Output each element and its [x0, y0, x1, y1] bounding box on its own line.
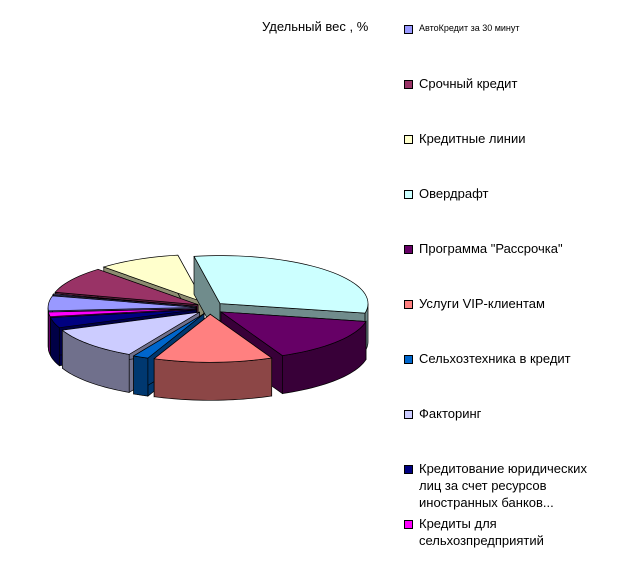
- pie-slice-top-2: [102, 254, 205, 303]
- legend-label-2: Кредитные линии: [419, 131, 526, 146]
- pie-slice-top-3: [193, 255, 369, 314]
- legend-swatch-4: [404, 245, 413, 254]
- pie-slice-outer-wall-9-0: [48, 312, 51, 355]
- pie-slice-top-5: [153, 313, 273, 363]
- legend-item-8: Кредитование юридических лиц за счет рес…: [404, 460, 609, 511]
- legend-label-1: Срочный кредит: [419, 76, 518, 91]
- pie-slice-top-1: [54, 268, 199, 306]
- legend-label-6: Сельхозтехника в кредит: [419, 351, 571, 366]
- legend-swatch-8: [404, 465, 413, 474]
- legend-item-6: Сельхозтехника в кредит: [404, 350, 571, 367]
- legend-item-7: Факторинг: [404, 405, 481, 422]
- pie-slice-outer-wall-6-0: [133, 355, 149, 397]
- pie-slice-top-8: [49, 309, 197, 329]
- legend-swatch-6: [404, 355, 413, 364]
- pie-slice-top-10: [47, 295, 197, 312]
- legend-swatch-0: [404, 25, 413, 34]
- legend-label-3: Овердрафт: [419, 186, 489, 201]
- legend-item-2: Кредитные линии: [404, 130, 525, 147]
- pie-slice-top-9: [48, 308, 197, 317]
- legend-item-9: Кредиты для сельхозпредприятий: [404, 515, 609, 549]
- legend-label-7: Факторинг: [419, 406, 482, 421]
- legend-label-4: Программа "Рассрочка": [419, 241, 563, 256]
- legend-item-0: АвтоКредит за 30 минут: [404, 20, 520, 37]
- pie-slice-top-4: [219, 311, 367, 356]
- pie-slice-outer-wall-5-0: [153, 357, 273, 401]
- legend-item-5: Услуги VIP-клиентам: [404, 295, 545, 312]
- legend-item-1: Срочный кредит: [404, 75, 517, 92]
- legend-swatch-1: [404, 80, 413, 89]
- legend-swatch-5: [404, 300, 413, 309]
- legend-swatch-9: [404, 520, 413, 529]
- legend-label-0: АвтоКредит за 30 минут: [419, 23, 520, 33]
- legend-item-3: Овердрафт: [404, 185, 488, 202]
- pie-slice-top-6: [132, 313, 205, 359]
- pie-slice-5: [153, 313, 273, 401]
- chart-title: Удельный вес , %: [262, 19, 369, 34]
- pie-slice-top-0: [52, 293, 197, 307]
- legend-swatch-7: [404, 410, 413, 419]
- legend-label-9: Кредиты для сельхозпредприятий: [419, 516, 544, 548]
- legend-label-8: Кредитование юридических лиц за счет рес…: [419, 461, 587, 510]
- legend-item-4: Программа "Рассрочка": [404, 240, 563, 257]
- legend-swatch-2: [404, 135, 413, 144]
- legend-swatch-3: [404, 190, 413, 199]
- legend-label-5: Услуги VIP-клиентам: [419, 296, 545, 311]
- pie-slice-top-7: [61, 311, 200, 355]
